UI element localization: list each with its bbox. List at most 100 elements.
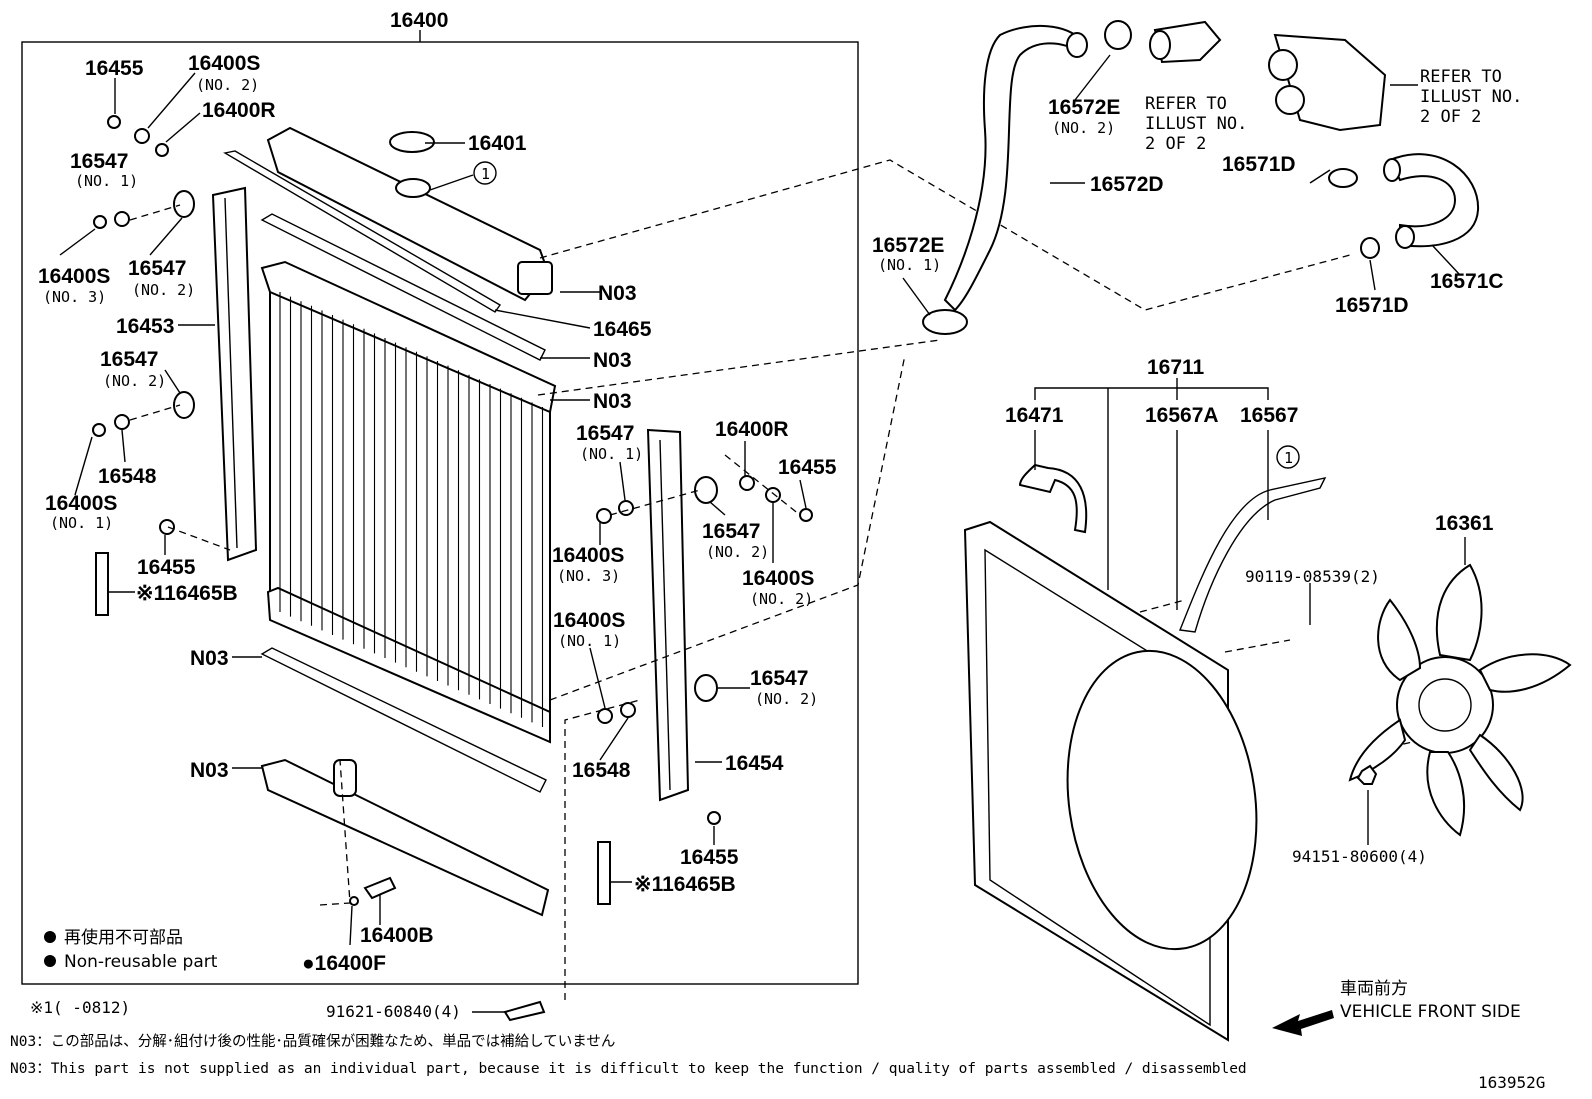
label-16572E-a-sub: (NO. 2) xyxy=(1052,119,1115,137)
label-leaders xyxy=(59,54,1466,1013)
svg-text:2 OF 2: 2 OF 2 xyxy=(1420,107,1481,127)
label-16465: 16465 xyxy=(593,318,652,341)
label-16572D: 16572D xyxy=(1090,173,1164,196)
label-16571C: 16571C xyxy=(1430,270,1504,293)
legend-bullet-jp xyxy=(44,931,56,943)
label-16572E-b-sub: (NO. 1) xyxy=(878,256,941,274)
front-side-jp: 車両前方 xyxy=(1340,979,1408,999)
legend-jp: 再使用不可部品 xyxy=(64,927,183,948)
label-16567: 16567 xyxy=(1240,404,1298,427)
label-16547-f: 16547 xyxy=(750,667,808,690)
label-16400S-d-sub: (NO. 3) xyxy=(557,567,620,585)
label-16547-e-sub: (NO. 2) xyxy=(706,543,769,561)
label-N03-2: N03 xyxy=(593,349,632,372)
label-16547-a: 16547 xyxy=(70,150,128,173)
left-side-member-illustration xyxy=(211,186,258,562)
label-16401: 16401 xyxy=(468,132,527,155)
footnote-en: N03：This part is not supplied as an indi… xyxy=(10,1061,1247,1077)
lower-tank-illustration xyxy=(260,758,550,917)
footnote-jp: N03：この部品は、分解･組付け後の性能･品質確保が困難なため、単品では補給して… xyxy=(10,1032,615,1050)
label-16547-f-sub: (NO. 2) xyxy=(755,690,818,708)
cooling-fan-illustration xyxy=(1348,563,1572,837)
svg-text:2 OF 2: 2 OF 2 xyxy=(1145,134,1206,154)
label-16471: 16471 xyxy=(1005,404,1064,427)
callout-1-lower-text: 1 xyxy=(1284,449,1293,467)
label-16400S-f: 16400S xyxy=(553,609,625,632)
svg-text:ILLUST NO.: ILLUST NO. xyxy=(1420,87,1522,107)
label-16465B-b: ※116465B xyxy=(634,873,736,896)
label-16547-a-sub: (NO. 1) xyxy=(75,172,138,190)
refer-note-2: REFER TO ILLUST NO. 2 OF 2 xyxy=(1420,67,1522,127)
group-label: 16400 xyxy=(390,9,448,32)
label-16547-d-sub: (NO. 1) xyxy=(580,445,643,463)
label-16547-c: 16547 xyxy=(100,348,158,371)
upper-tank-illustration xyxy=(266,126,553,302)
part-labels: 16455 16400S (NO. 2) 16400R 16401 16547 … xyxy=(38,52,1504,1021)
label-16455-c: 16455 xyxy=(778,456,837,479)
callout-circle-1-lower xyxy=(1276,445,1300,469)
label-16572E-a: 16572E xyxy=(1048,96,1120,119)
label-16400S-top: 16400S xyxy=(188,52,260,75)
label-N03-1: N03 xyxy=(598,282,637,305)
label-16548-b: 16548 xyxy=(572,759,631,782)
label-16400S-b-sub: (NO. 3) xyxy=(43,288,106,306)
label-16571D-b: 16571D xyxy=(1335,294,1409,317)
label-90119: 90119-08539(2) xyxy=(1245,567,1380,586)
label-16400F: ●16400F xyxy=(302,952,386,975)
label-16547-b: 16547 xyxy=(128,257,186,280)
label-94151: 94151-80600(4) xyxy=(1292,847,1427,866)
label-16400S-top-sub: (NO. 2) xyxy=(196,76,259,94)
label-16400S-f-sub: (NO. 1) xyxy=(558,632,621,650)
diagram-id: 163952G xyxy=(1478,1073,1545,1092)
legend-en: Non-reusable part xyxy=(64,952,218,972)
fan-shroud-illustration xyxy=(963,463,1327,1042)
front-side-en: VEHICLE FRONT SIDE xyxy=(1340,1002,1521,1022)
small-parts xyxy=(92,115,813,1022)
legend: 再使用不可部品 Non-reusable part ※1( -0812) xyxy=(30,927,218,1017)
label-16465B-a: ※116465B xyxy=(136,582,238,605)
label-16548-a: 16548 xyxy=(98,465,157,488)
lower-gasket xyxy=(260,647,547,793)
label-16361: 16361 xyxy=(1435,512,1494,535)
label-16400S-b: 16400S xyxy=(38,265,110,288)
label-16567A: 16567A xyxy=(1145,404,1219,427)
label-16400S-e: 16400S xyxy=(742,567,814,590)
radiator-assembly-frame xyxy=(21,41,859,985)
label-16455-d: 16455 xyxy=(680,846,739,869)
label-16400S-d: 16400S xyxy=(552,544,624,567)
label-16547-e: 16547 xyxy=(702,520,760,543)
radiator-core-illustration xyxy=(260,260,557,744)
label-16547-b-sub: (NO. 2) xyxy=(132,281,195,299)
label-16711: 16711 xyxy=(1147,356,1205,379)
label-16454: 16454 xyxy=(725,752,784,775)
label-N03-3: N03 xyxy=(593,390,632,413)
right-side-member-illustration xyxy=(646,428,690,802)
svg-text:ILLUST NO.: ILLUST NO. xyxy=(1145,114,1247,134)
label-16400S-c: 16400S xyxy=(45,492,117,515)
legend-period: ※1( -0812) xyxy=(30,998,130,1017)
callout-circle-1-upper xyxy=(473,161,497,185)
front-side-indicator: 車両前方 VEHICLE FRONT SIDE xyxy=(1272,979,1521,1036)
svg-text:REFER TO: REFER TO xyxy=(1145,94,1227,114)
label-91621: 91621-60840(4) xyxy=(326,1002,461,1021)
refer-note-1: REFER TO ILLUST NO. 2 OF 2 xyxy=(1145,94,1247,154)
dashed-leaders xyxy=(129,159,1441,1000)
label-N03-4: N03 xyxy=(190,647,229,670)
label-16453: 16453 xyxy=(116,315,174,338)
label-16572E-b: 16572E xyxy=(872,234,944,257)
label-16400R-top: 16400R xyxy=(202,99,276,122)
label-N03-5: N03 xyxy=(190,759,229,782)
upper-gasket xyxy=(223,150,502,313)
hoses-illustration xyxy=(922,20,1480,335)
label-16547-c-sub: (NO. 2) xyxy=(103,372,166,390)
label-16571D-a: 16571D xyxy=(1222,153,1296,176)
label-16400S-c-sub: (NO. 1) xyxy=(50,514,113,532)
label-16400S-e-sub: (NO. 2) xyxy=(750,590,813,608)
callout-1-upper-text: 1 xyxy=(481,165,490,183)
label-16400B: 16400B xyxy=(360,924,434,947)
label-16547-d: 16547 xyxy=(576,422,634,445)
legend-bullet-en xyxy=(44,955,56,967)
core-gasket xyxy=(260,213,546,361)
label-16455-a: 16455 xyxy=(85,57,144,80)
